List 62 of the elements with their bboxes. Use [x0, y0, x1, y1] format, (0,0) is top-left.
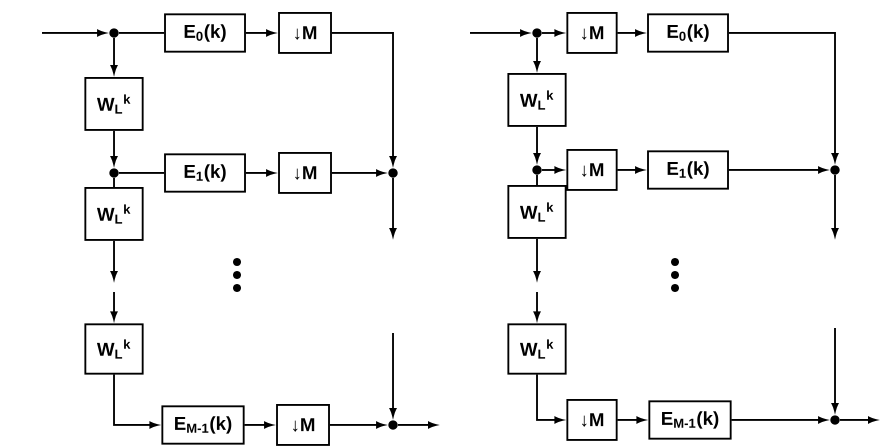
- connector-line: [113, 178, 115, 188]
- arrow: [110, 38, 118, 74]
- connector-line: [118, 172, 164, 174]
- arrow: [534, 126, 540, 162]
- delay-box: W$_{L}$k: [507, 73, 567, 127]
- arrow: [110, 240, 118, 280]
- delay-box: W$_{L}$k: [84, 323, 144, 375]
- arrow: [618, 416, 646, 424]
- delay-box: W$_{L}$k: [507, 323, 567, 375]
- arrow: [542, 166, 564, 174]
- downsampler-box: ↓M: [278, 152, 332, 194]
- connector-line: [536, 174, 538, 186]
- junction-dot: [109, 28, 119, 38]
- arrow: [398, 422, 437, 428]
- filter-box: E$_{1}$(k): [647, 150, 729, 190]
- delay-box: W$_{L}$k: [84, 77, 144, 131]
- arrow: [246, 170, 275, 176]
- filter-box: E$_{0}$(k): [647, 13, 729, 53]
- downsampler-box: ↓M: [278, 12, 332, 54]
- delay-box: W$_{L}$k: [84, 187, 144, 241]
- filter-box: E$_{M-1}$(k): [161, 405, 245, 445]
- arrow: [732, 416, 827, 424]
- arrow: [332, 170, 385, 176]
- arrow: [110, 130, 118, 165]
- arrow: [536, 374, 564, 424]
- junction-dot: [109, 168, 119, 178]
- arrow: [110, 292, 118, 320]
- arrow: [330, 422, 385, 428]
- arrow: [246, 30, 275, 36]
- arrow: [832, 328, 838, 412]
- arrow: [113, 374, 158, 428]
- arrow: [618, 166, 644, 174]
- arrow: [390, 178, 396, 237]
- junction-dot: [830, 165, 840, 175]
- connector-line: [118, 32, 164, 34]
- downsampler-box: ↓M: [276, 404, 330, 446]
- arrow: [534, 292, 540, 320]
- delay-box: W$_{L}$k: [507, 185, 567, 239]
- arrow: [244, 422, 273, 428]
- downsampler-box: ↓M: [566, 399, 618, 441]
- arrow: [840, 416, 877, 424]
- arrow: [42, 30, 106, 36]
- arrow: [534, 38, 540, 70]
- filter-box: E$_{0}$(k): [164, 13, 246, 53]
- junction-dot: [388, 168, 398, 178]
- junction-dot: [532, 165, 542, 175]
- junction-dot: [532, 28, 542, 38]
- arrow: [618, 30, 644, 36]
- junction-dot: [830, 415, 840, 425]
- downsampler-box: ↓M: [566, 12, 618, 54]
- filter-box: E$_{M-1}$(k): [648, 400, 732, 440]
- arrow: [832, 174, 838, 237]
- arrow: [728, 32, 838, 162]
- arrow: [470, 30, 529, 36]
- arrow: [728, 166, 827, 174]
- arrow: [542, 30, 564, 36]
- arrow: [332, 32, 396, 165]
- arrow: [390, 333, 396, 417]
- junction-dot: [388, 420, 398, 430]
- filter-box: E$_{1}$(k): [164, 153, 246, 193]
- downsampler-box: ↓M: [566, 149, 618, 191]
- arrow: [534, 238, 540, 280]
